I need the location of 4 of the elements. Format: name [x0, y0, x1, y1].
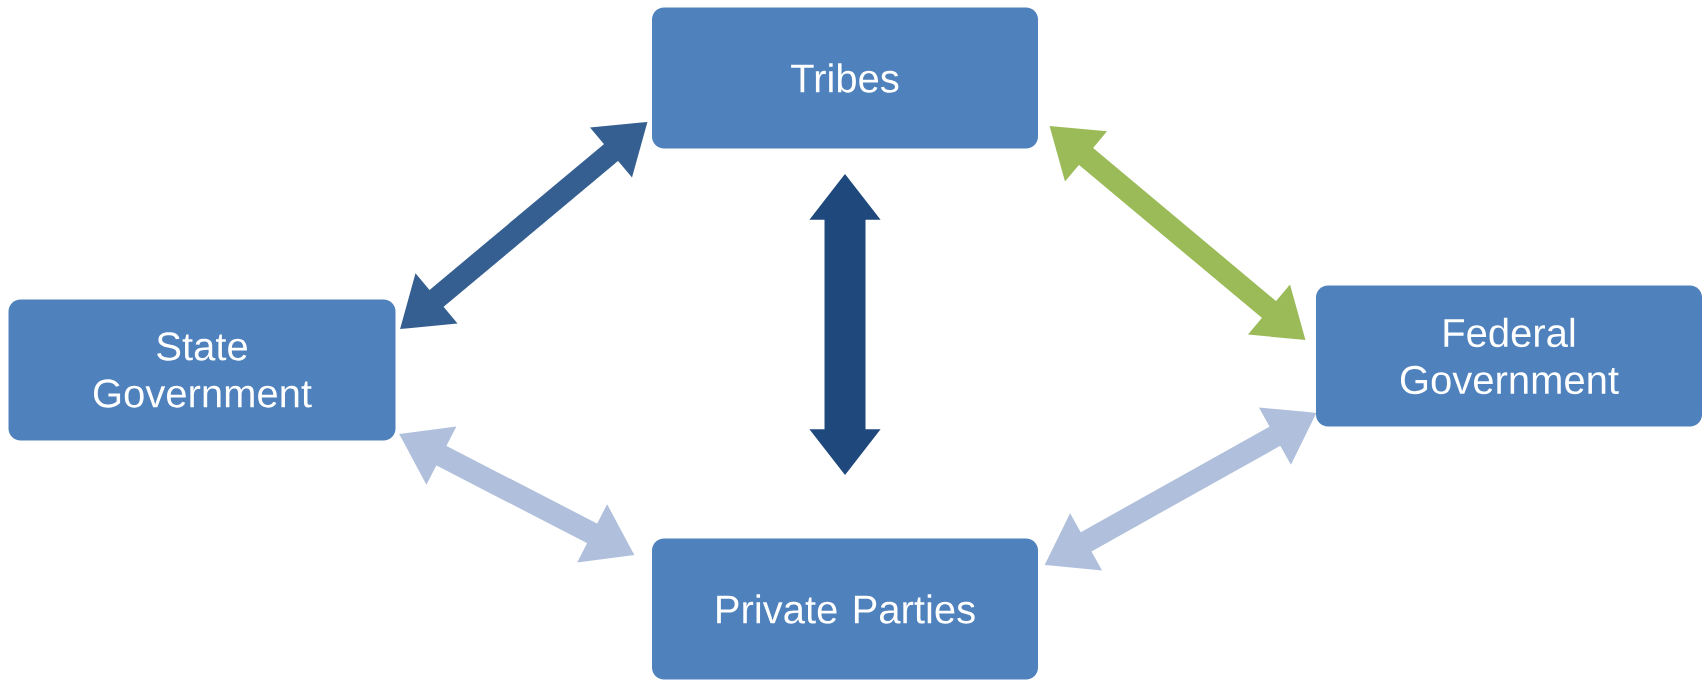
rounded-box: State Government: [8, 299, 396, 441]
rounded-box: Private Parties: [652, 538, 1038, 680]
rounded-box: Tribes: [652, 7, 1038, 149]
rounded-box: Federal Government: [1316, 285, 1702, 427]
